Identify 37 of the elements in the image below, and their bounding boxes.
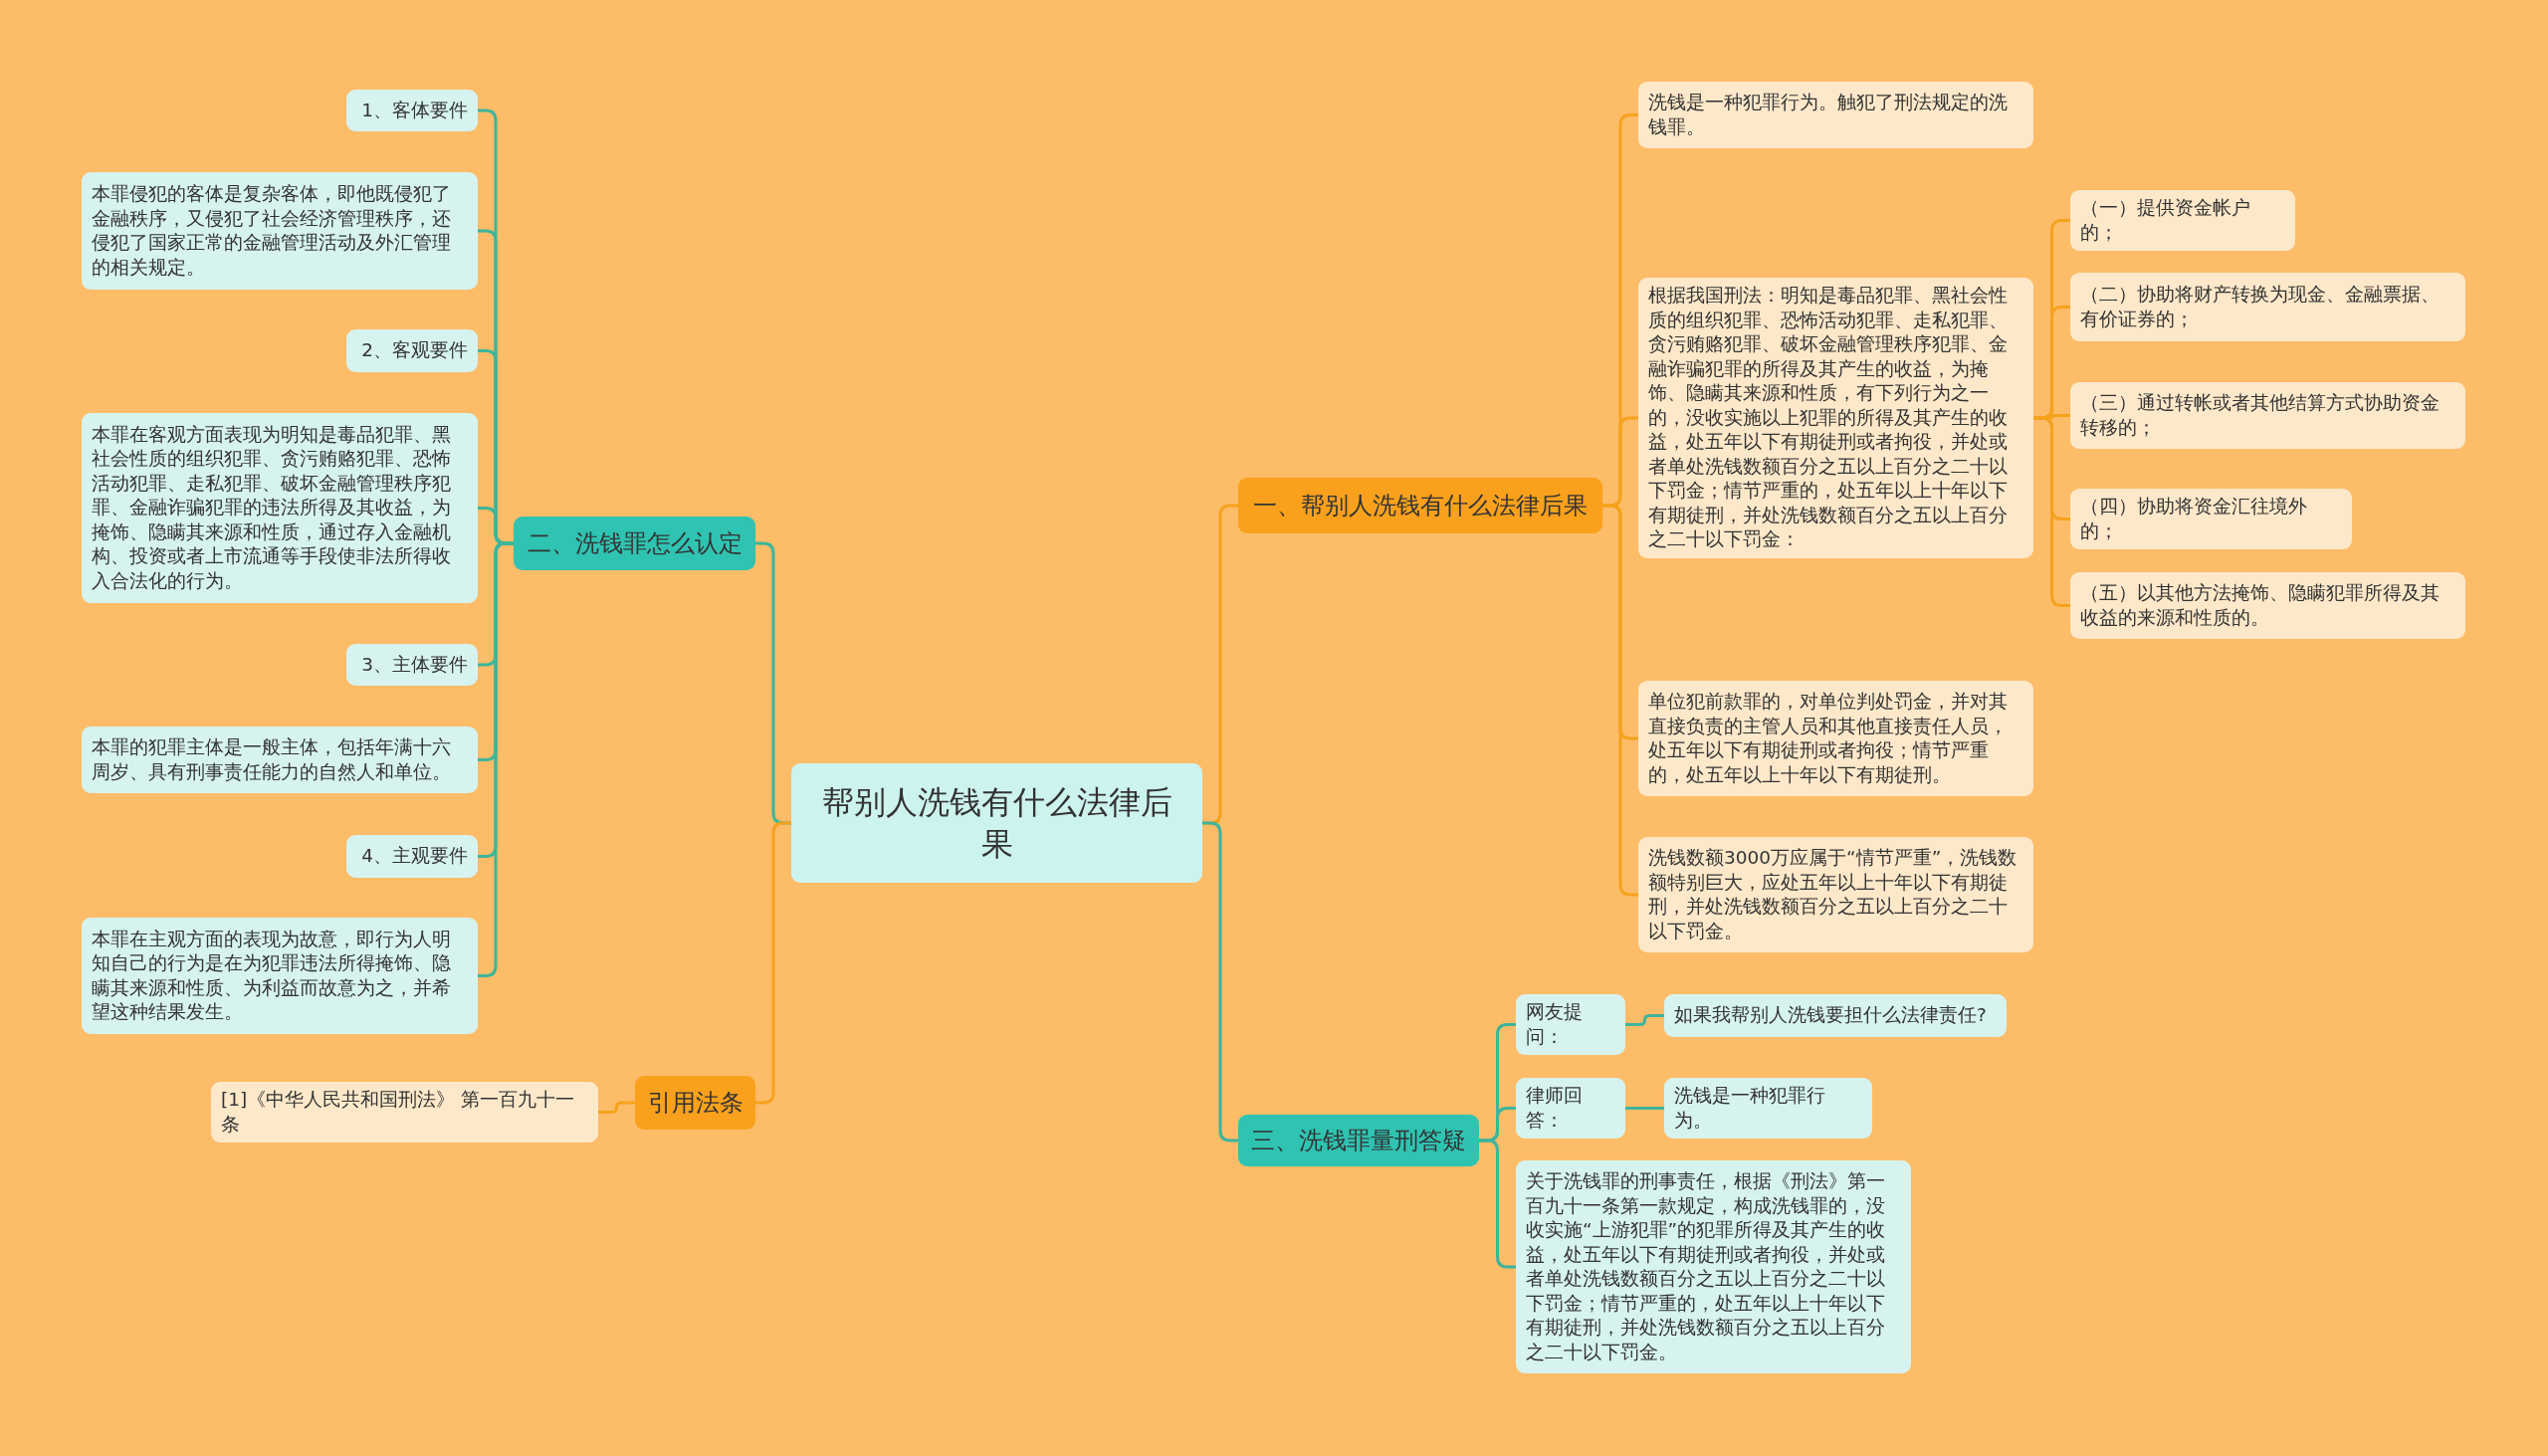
text-box: 如果我帮别人洗钱要担什么法律责任? [1664,994,2007,1037]
text-box: 洗钱数额3000万应属于“情节严重”，洗钱数额特别巨大，应处五年以上十年以下有期徒刑，并处洗钱数额百分之五以上百分之二十以下罚金。 [1638,837,2033,952]
connector-line [478,541,514,977]
text-box: 关于洗钱罪的刑事责任，根据《刑法》第一百九十一条第一款规定，构成洗钱罪的，没收实施“上游犯罪”的犯罪所得及其产生的收益，处五年以下有期徒刑或者拘役，并处或者单处洗钱数额百分之五以上百分之二十以下罚金；情节严重的，处五年以上十年以下有期徒刑，并处洗钱数额百分之五以上百分之二十以下罚金。 [1516,1160,1911,1373]
text-box: 单位犯前款罪的，对单位判处罚金，并对其直接负责的主管人员和其他直接责任人员，处五年以下有期徒刑或者拘役；情节严重的，处五年以上十年以下有期徒刑。 [1638,681,2033,796]
text-box: （五）以其他方法掩饰、隐瞒犯罪所得及其收益的来源和性质的。 [2070,572,2465,639]
connector-line [1202,821,1238,1143]
text-box: 本罪的犯罪主体是一般主体，包括年满十六周岁、具有刑事责任能力的自然人和单位。 [82,727,478,793]
text-box: [1]《中华人民共和国刑法》 第一百九十一条 [211,1082,598,1143]
connector-line [598,1101,635,1114]
connector-line [1479,1139,1516,1269]
text-box: 洗钱是一种犯罪行为。 [1664,1078,1872,1139]
text-box: （四）协助将资金汇往境外的； [2070,489,2352,549]
subtopic-box: 1、客体要件 [346,90,478,131]
central-topic-box: 帮别人洗钱有什么法律后果 [791,763,1202,883]
topic-box: 二、洗钱罪怎么认定 [514,517,755,570]
connector-line [2033,416,2070,607]
subtopic-box: 网友提问： [1516,994,1625,1055]
connector-line [1625,1014,1664,1026]
subtopic-box: 2、客观要件 [346,329,478,372]
text-box: 本罪侵犯的客体是复杂客体，即他既侵犯了金融秩序，又侵犯了社会经济管理秩序，还侵犯了国家正常的金融管理活动及外汇管理的相关规定。 [82,172,478,290]
text-box: （三）通过转帐或者其他结算方式协助资金转移的； [2070,382,2465,449]
text-box: 根据我国刑法：明知是毒品犯罪、黑社会性质的组织犯罪、恐怖活动犯罪、走私犯罪、贪污贿赂犯罪、破坏金融管理秩序犯罪、金融诈骗犯罪的所得及其产生的收益，为掩饰、隐瞒其来源和性质，有下列行为之一的，没收实施以上犯罪的所得及其产生的收益，处五年以下有期徒刑或者拘役，并处或者单处洗钱数额百分之五以上百分之二十以下罚金；情节严重的，处五年以上十年以下有期徒刑，并处洗钱数额百分之五以上百分之二十以下罚金： [1638,278,2033,558]
connector-line [1625,1107,1664,1110]
topic-box: 一、帮别人洗钱有什么法律后果 [1238,478,1602,533]
connector-line [1602,504,1638,897]
connector-line [755,821,791,1105]
text-box: 本罪在主观方面的表现为故意，即行为人明知自己的行为是在为犯罪违法所得掩饰、隐瞒其来源和性质、为利益而故意为之，并希望这种结果发生。 [82,918,478,1034]
text-box: 本罪在客观方面表现为明知是毒品犯罪、黑社会性质的组织犯罪、贪污贿赂犯罪、恐怖活动犯罪、走私犯罪、破坏金融管理秩序犯罪、金融诈骗犯罪的违法所得及其收益，为掩饰、隐瞒其来源和性质，通过存入金融机构、投资或者上市流通等手段使非法所得收入合法化的行为。 [82,413,478,603]
subtopic-box: 律师回答： [1516,1078,1625,1139]
topic-box: 三、洗钱罪量刑答疑 [1238,1115,1479,1166]
subtopic-box: 3、主体要件 [346,644,478,686]
text-box: （二）协助将财产转换为现金、金融票据、有价证券的； [2070,273,2465,341]
text-box: 洗钱是一种犯罪行为。触犯了刑法规定的洗钱罪。 [1638,82,2033,148]
text-box: （一）提供资金帐户的； [2070,190,2295,251]
subtopic-box: 4、主观要件 [346,835,478,878]
topic-box: 引用法条 [635,1076,755,1130]
